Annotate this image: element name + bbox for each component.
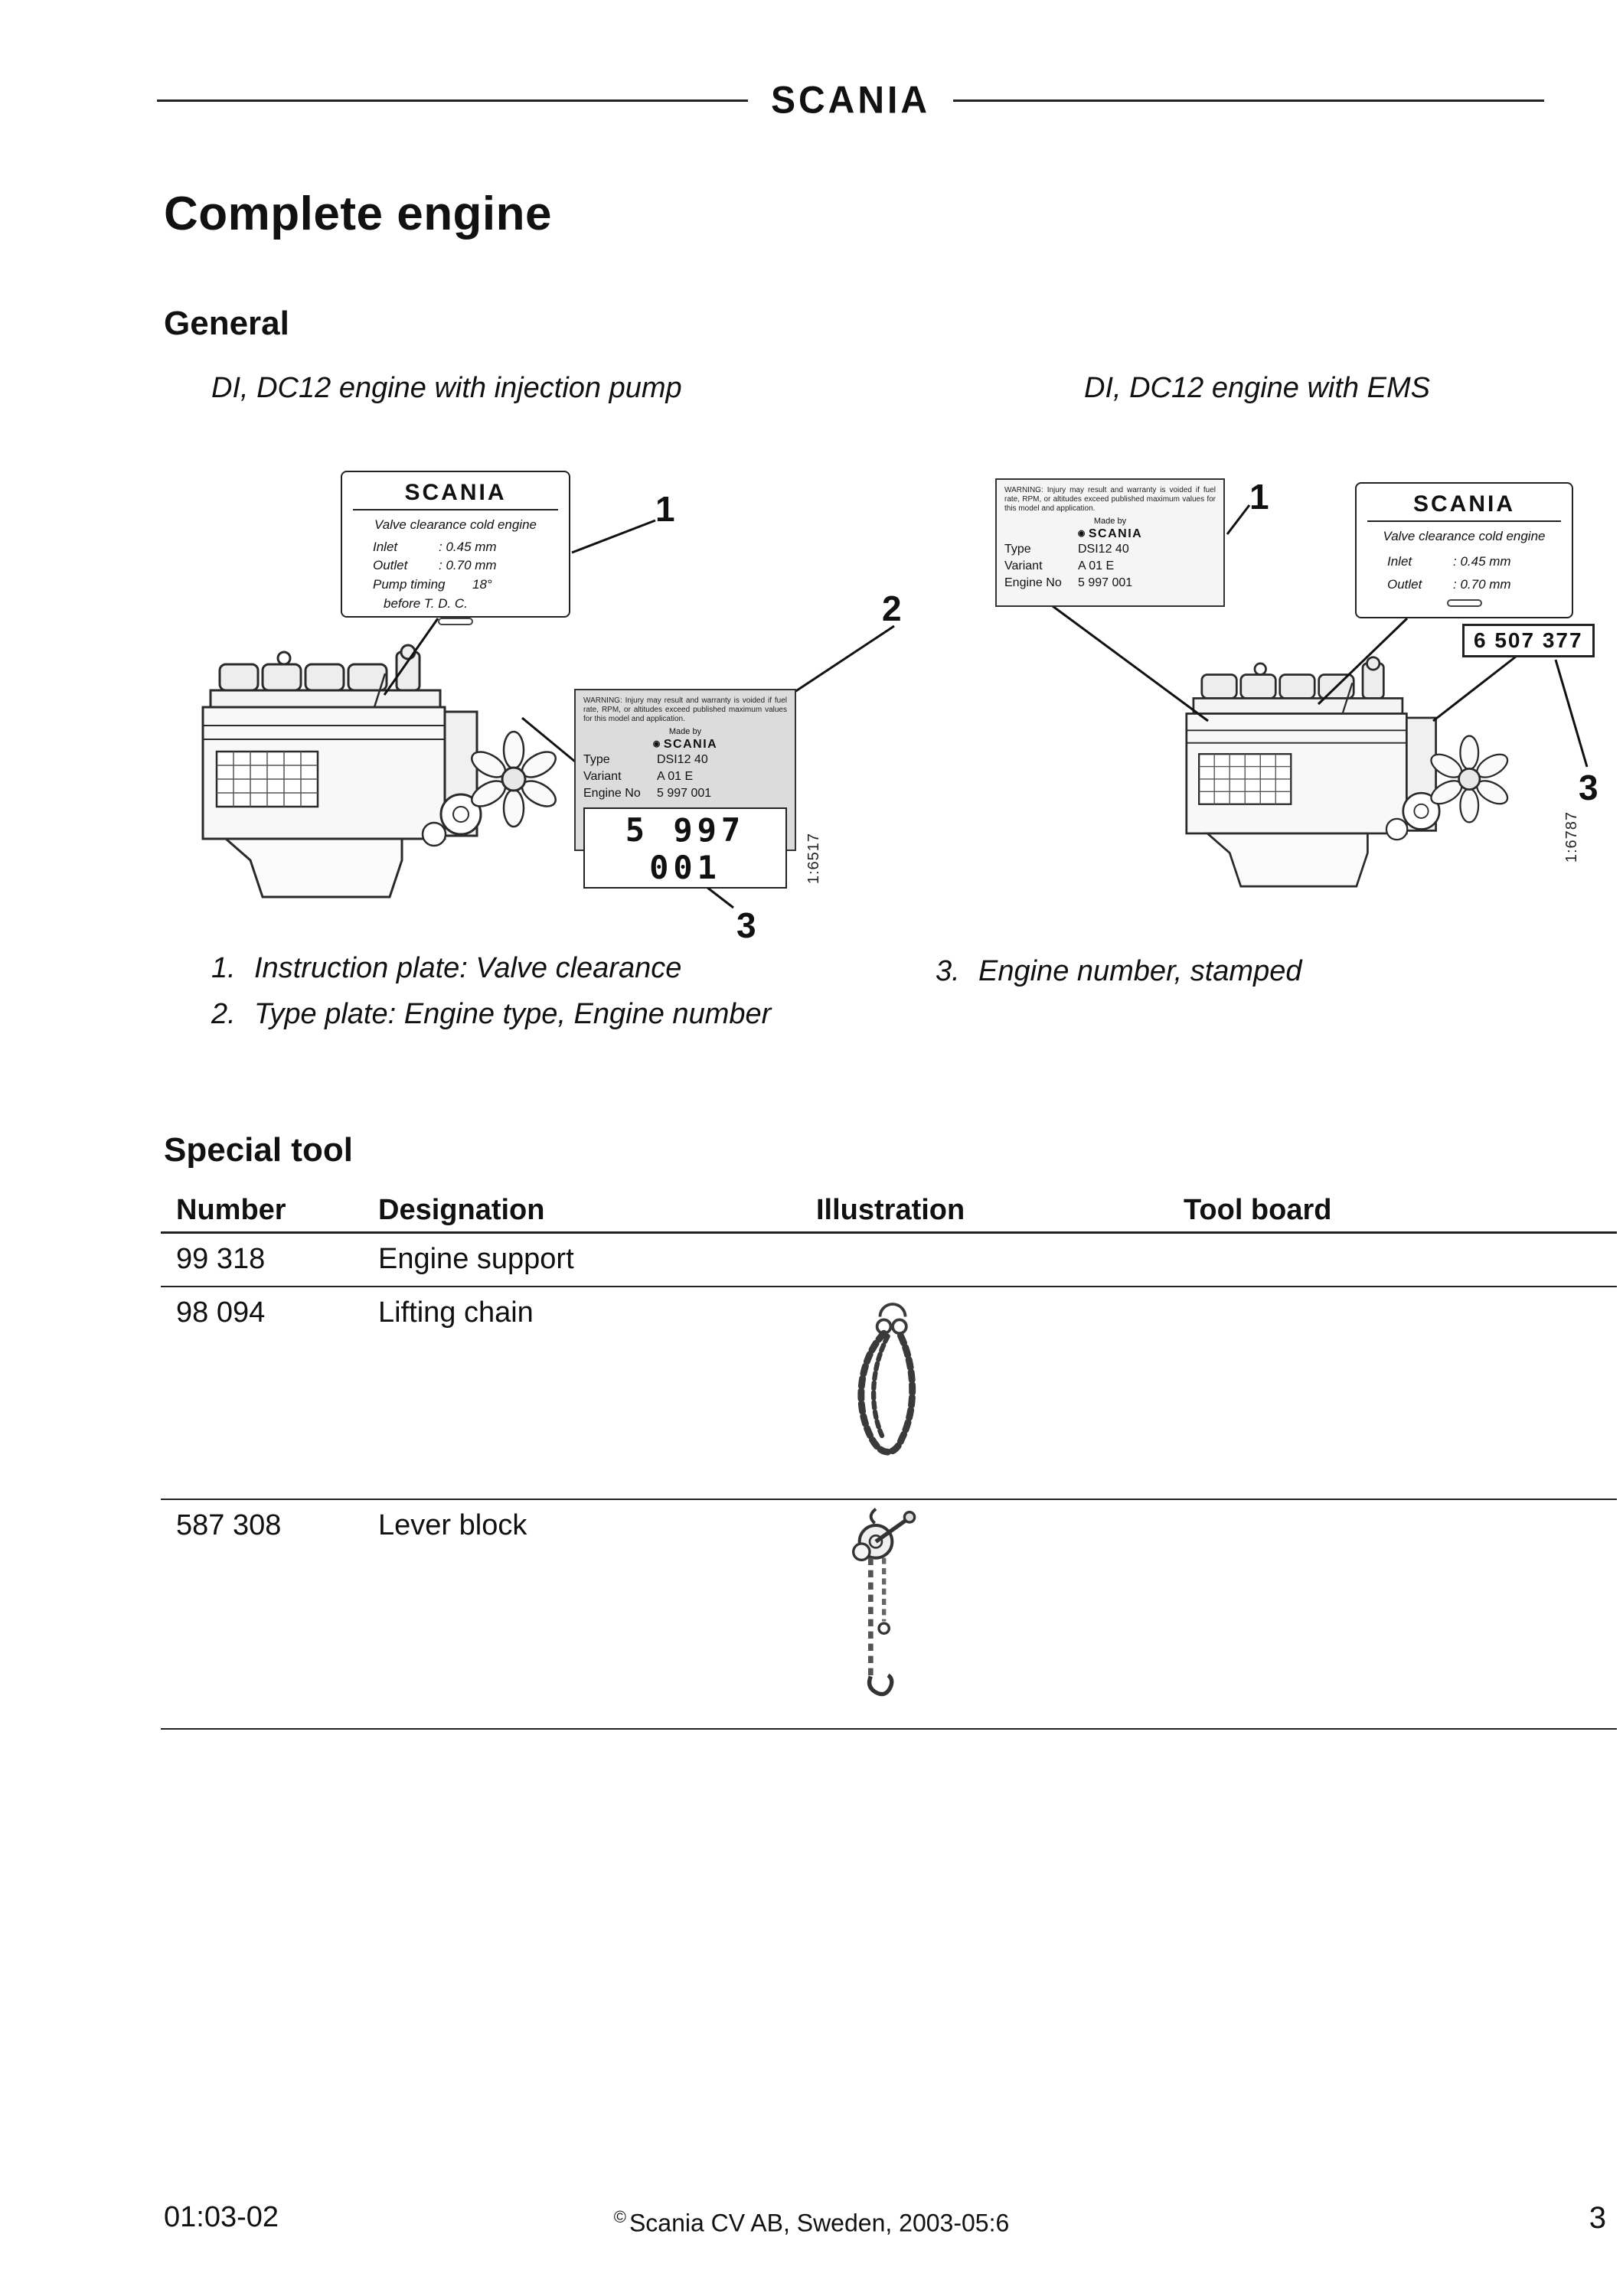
outlet-label: Outlet — [373, 558, 408, 573]
type-plate-left: WARNING: Injury may result and warranty … — [574, 689, 796, 889]
tool-designation: Lever block — [378, 1509, 527, 1541]
tool-number: 98 094 — [176, 1296, 266, 1329]
figure-legend-left: 1. Instruction plate: Valve clearance 2.… — [211, 952, 771, 1044]
legend-item: 1. Instruction plate: Valve clearance — [211, 952, 771, 985]
plate-title: Valve clearance cold engine — [1383, 529, 1546, 543]
legend-text: Instruction plate: Valve clearance — [254, 952, 682, 984]
table-row: 98 094 Lifting chain — [161, 1287, 1617, 1500]
page-header: SCANIA — [157, 79, 1545, 122]
tool-number: 587 308 — [176, 1509, 282, 1541]
type-plate-right: WARNING: Injury may result and warranty … — [995, 478, 1225, 607]
variant-label: Variant — [1004, 559, 1043, 572]
callout-3-left: 3 — [736, 905, 756, 945]
inlet-label: Inlet — [1387, 553, 1412, 569]
valve-clearance-plate-left: SCANIA Valve clearance cold engine Inlet… — [341, 471, 570, 626]
engine-figure-injection-pump: SCANIA Valve clearance cold engine Inlet… — [168, 452, 942, 964]
engine-illustration-left — [180, 643, 563, 949]
outlet-label: Outlet — [1387, 577, 1422, 592]
plate-title: Valve clearance cold engine — [374, 517, 537, 532]
legend-number: 2. — [211, 998, 236, 1030]
column-header-number: Number — [176, 1194, 286, 1226]
legend-number: 1. — [211, 952, 236, 984]
legend-text: Engine number, stamped — [978, 955, 1302, 987]
inlet-value: : 0.45 mm — [439, 539, 497, 554]
engine-no-value: 5 997 001 — [657, 786, 712, 800]
inlet-label: Inlet — [373, 539, 398, 554]
variant-value: A 01 E — [657, 769, 694, 783]
copyright-text: Scania CV AB, Sweden, 2003-05:6 — [629, 2209, 1010, 2237]
column-header-tool-board: Tool board — [1184, 1194, 1332, 1226]
copyright-icon: © — [613, 2207, 626, 2226]
type-plate-brand: SCANIA — [663, 738, 718, 752]
callout-2-left: 2 — [882, 589, 902, 628]
type-label: Type — [1004, 543, 1031, 556]
engine-no-value: 5 997 001 — [1078, 576, 1133, 589]
plate-mount-slot — [1446, 598, 1482, 607]
column-header-illustration: Illustration — [816, 1194, 965, 1226]
scania-griffin-icon: ◉ — [652, 739, 661, 749]
figure-id-right: 1:6787 — [1563, 811, 1580, 863]
timing-label: Pump timing — [373, 576, 446, 592]
scania-griffin-icon: ◉ — [1077, 529, 1086, 539]
outlet-value: : 0.70 mm — [1453, 577, 1511, 592]
legend-item: 2. Type plate: Engine type, Engine numbe… — [211, 998, 771, 1031]
header-rule-left — [157, 99, 748, 102]
figure-id-left: 1:6517 — [805, 833, 822, 885]
callout-3-right: 3 — [1579, 768, 1599, 807]
variant-value: A 01 E — [1078, 559, 1115, 572]
figure-caption-right: DI, DC12 engine with EMS — [1084, 372, 1430, 404]
timing-note: before T. D. C. — [384, 595, 468, 611]
type-plate-brand: SCANIA — [1088, 527, 1143, 541]
table-row: 99 318 Engine support — [161, 1234, 1617, 1287]
engine-no-label: Engine No — [583, 786, 641, 800]
made-by-label: Made by — [1093, 517, 1127, 526]
section-heading-general: General — [164, 305, 289, 342]
plate-brand: SCANIA — [353, 480, 558, 510]
tool-designation: Engine support — [378, 1243, 574, 1275]
type-value: DSI12 40 — [1078, 543, 1129, 556]
table-header-row: Number Designation Illustration Tool boa… — [161, 1188, 1617, 1234]
scania-logo: SCANIA — [771, 79, 931, 122]
table-row: 587 308 Lever block — [161, 1500, 1617, 1730]
engine-figure-ems: WARNING: Injury may result and warranty … — [980, 452, 1623, 964]
figure-caption-left: DI, DC12 engine with injection pump — [211, 372, 682, 404]
callout-1-right: 1 — [1249, 477, 1269, 517]
engine-no-label: Engine No — [1004, 576, 1062, 589]
tool-number: 99 318 — [176, 1243, 266, 1275]
column-header-designation: Designation — [378, 1194, 545, 1226]
footer-page-number: 3 — [1589, 2201, 1606, 2235]
type-plate-warning: WARNING: Injury may result and warranty … — [583, 696, 787, 723]
plate-mount-slot — [438, 618, 473, 626]
section-heading-special-tool: Special tool — [164, 1131, 353, 1169]
legend-text: Type plate: Engine type, Engine number — [254, 998, 772, 1030]
footer-doc-code: 01:03-02 — [164, 2201, 279, 2233]
made-by-label: Made by — [668, 727, 702, 736]
outlet-value: : 0.70 mm — [439, 558, 497, 573]
plate-brand: SCANIA — [1367, 491, 1561, 522]
special-tool-table: Number Designation Illustration Tool boa… — [161, 1188, 1617, 1730]
inlet-value: : 0.45 mm — [1453, 553, 1511, 569]
timing-value: 18° — [472, 576, 492, 592]
valve-clearance-plate-right: SCANIA Valve clearance cold engine Inlet… — [1355, 482, 1573, 618]
legend-item: 3. Engine number, stamped — [936, 955, 1302, 988]
variant-label: Variant — [583, 769, 622, 783]
tool-designation: Lifting chain — [378, 1296, 534, 1329]
engine-illustration-right — [1156, 655, 1523, 934]
lifting-chain-illustration — [839, 1298, 946, 1482]
legend-number: 3. — [936, 955, 960, 987]
header-rule-right — [953, 99, 1545, 102]
type-label: Type — [583, 753, 610, 767]
type-plate-warning: WARNING: Injury may result and warranty … — [1004, 486, 1216, 513]
stamped-engine-number: 6 507 377 — [1462, 624, 1595, 657]
engine-number-big: 5 997 001 — [583, 807, 787, 889]
type-value: DSI12 40 — [657, 753, 708, 767]
figure-legend-right: 3. Engine number, stamped — [936, 955, 1302, 1001]
callout-1-left: 1 — [655, 489, 675, 529]
footer-copyright: ©Scania CV AB, Sweden, 2003-05:6 — [0, 2207, 1623, 2238]
page-title: Complete engine — [164, 188, 553, 240]
lever-block-illustration — [830, 1506, 922, 1722]
